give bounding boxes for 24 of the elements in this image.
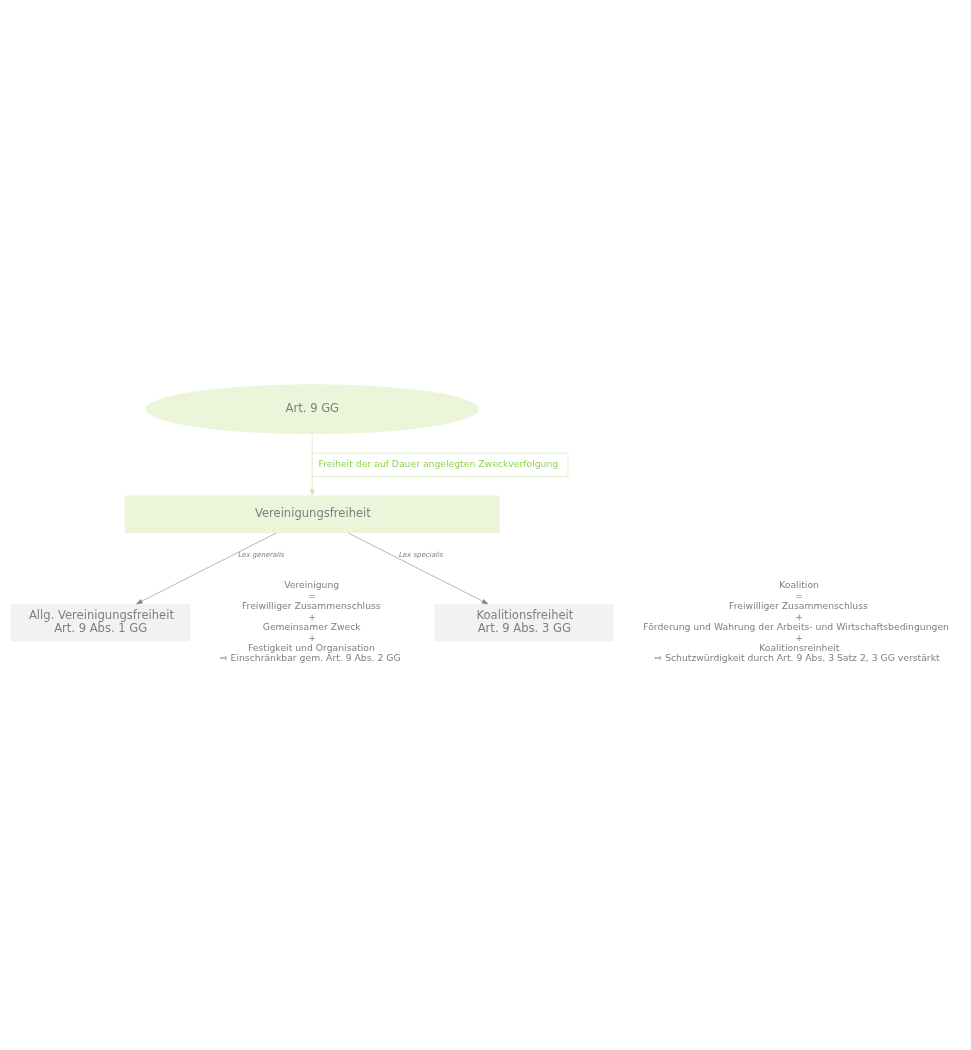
node-label: +	[308, 631, 316, 643]
node-label: +	[308, 610, 316, 622]
node-label: Freiwilliger Zusammenschluss	[729, 599, 868, 611]
node-label: Freiwilliger Zusammenschluss	[241, 599, 381, 611]
node-label: Koalitionsreinheit	[759, 641, 840, 653]
node-ellipse: Art. 9 GG	[145, 383, 479, 434]
node-label: Förderung und Wahrung der Arbeits- und Wirtschaftsbedingungen	[643, 620, 949, 632]
node-box: Koalitionsfreiheit Art. 9 Abs. 3 GG	[434, 603, 614, 641]
node-label: +	[795, 631, 804, 643]
node-label: =	[308, 589, 316, 601]
arrow	[136, 532, 277, 604]
node-label: ⇨ Einschränkbar gem. Art. 9 Abs. 2 GG	[219, 651, 401, 663]
node-box: Allg. Vereinigungsfreiheit Art. 9 Abs. 1 GG	[10, 603, 191, 641]
arrow	[348, 532, 489, 604]
node-label: =	[795, 589, 804, 601]
node-label: Vereinigung	[284, 578, 340, 590]
arrow	[309, 433, 315, 496]
node-label: +	[795, 610, 804, 622]
node-label: ⇨ Schutzwürdigkeit durch Art. 9 Abs. 3 Satz 2, 3 GG verstärkt	[654, 651, 940, 663]
edge-label: Freiheit der auf Dauer angelegten Zweckverfolgung	[318, 457, 559, 469]
node-label: Festigkeit und Organisation	[247, 641, 375, 653]
node-label: Koalition	[779, 578, 819, 590]
node-box: Vereinigungsfreiheit	[124, 494, 500, 533]
node-label: Gemeinsamer Zweck	[262, 620, 361, 632]
